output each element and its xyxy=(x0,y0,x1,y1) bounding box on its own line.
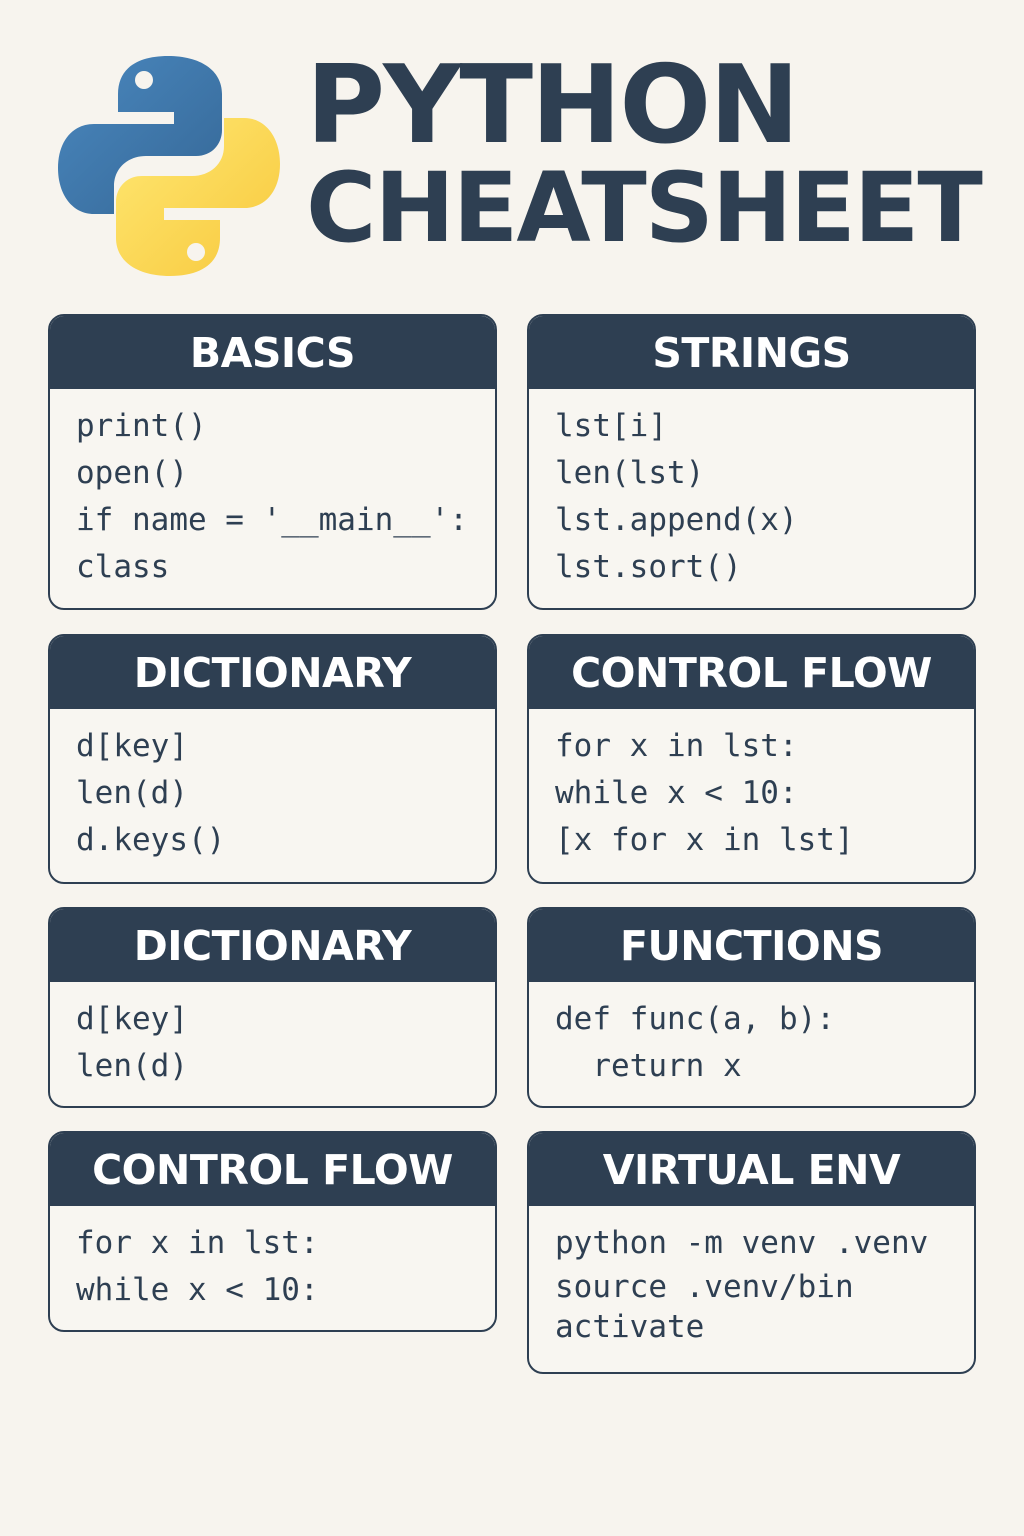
code-list: print() open() if name = '__main__': cla… xyxy=(50,389,495,591)
card-title: CONTROL FLOW xyxy=(529,636,974,709)
card-strings: STRINGS lst[i] len(lst) lst.append(x) ls… xyxy=(527,314,976,610)
code-list: d[key] len(d) d.keys() xyxy=(50,709,495,864)
code-line: len(lst) xyxy=(555,455,705,491)
code-line: source .venv/bin xyxy=(555,1269,854,1305)
card-title: FUNCTIONS xyxy=(529,909,974,982)
code-line: class xyxy=(76,549,170,585)
code-line: if name = '__main__': xyxy=(76,502,468,538)
card-control-flow-2: CONTROL FLOW for x in lst: while x < 10: xyxy=(48,1131,497,1332)
python-logo-icon xyxy=(58,56,280,276)
code-line: for x in lst: xyxy=(555,728,798,764)
card-virtual-env: VIRTUAL ENV python -m venv .venv source … xyxy=(527,1131,976,1374)
code-line: lst.sort() xyxy=(555,549,742,585)
card-title: DICTIONARY xyxy=(50,909,495,982)
card-title: CONTROL FLOW xyxy=(50,1133,495,1206)
code-line: while x < 10: xyxy=(76,1272,319,1308)
code-line: lst.append(x) xyxy=(555,502,798,538)
code-list: for x in lst: while x < 10: [x for x in … xyxy=(529,709,974,864)
page-title-line-1: PYTHON xyxy=(306,43,800,168)
header: PYTHON CHEATSHEET xyxy=(0,0,1024,300)
code-line: d.keys() xyxy=(76,822,226,858)
code-list: for x in lst: while x < 10: xyxy=(50,1206,495,1314)
code-line: open() xyxy=(76,455,188,491)
code-line: d[key] xyxy=(76,728,188,764)
code-line: for x in lst: xyxy=(76,1225,319,1261)
code-line: [x for x in lst] xyxy=(555,822,854,858)
card-title: BASICS xyxy=(50,316,495,389)
card-control-flow: CONTROL FLOW for x in lst: while x < 10:… xyxy=(527,634,976,884)
page-title-line-2: CHEATSHEET xyxy=(306,152,983,264)
code-list: def func(a, b): return x xyxy=(529,982,974,1090)
code-line: while x < 10: xyxy=(555,775,798,811)
code-line: lst[i] xyxy=(555,408,667,444)
card-title: VIRTUAL ENV xyxy=(529,1133,974,1206)
card-dictionary: DICTIONARY d[key] len(d) d.keys() xyxy=(48,634,497,884)
code-list: python -m venv .venv source .venv/bin ac… xyxy=(529,1206,974,1347)
code-line: print() xyxy=(76,408,207,444)
code-line: return x xyxy=(555,1048,742,1084)
card-title: DICTIONARY xyxy=(50,636,495,709)
card-title: STRINGS xyxy=(529,316,974,389)
code-line: activate xyxy=(555,1309,705,1345)
code-line: len(d) xyxy=(76,1048,188,1084)
code-line: def func(a, b): xyxy=(555,1001,835,1037)
card-functions: FUNCTIONS def func(a, b): return x xyxy=(527,907,976,1108)
code-line: len(d) xyxy=(76,775,188,811)
card-dictionary-2: DICTIONARY d[key] len(d) xyxy=(48,907,497,1108)
card-basics: BASICS print() open() if name = '__main_… xyxy=(48,314,497,610)
code-list: d[key] len(d) xyxy=(50,982,495,1090)
code-line: d[key] xyxy=(76,1001,188,1037)
code-line: python -m venv .venv xyxy=(555,1225,929,1261)
code-list: lst[i] len(lst) lst.append(x) lst.sort() xyxy=(529,389,974,591)
